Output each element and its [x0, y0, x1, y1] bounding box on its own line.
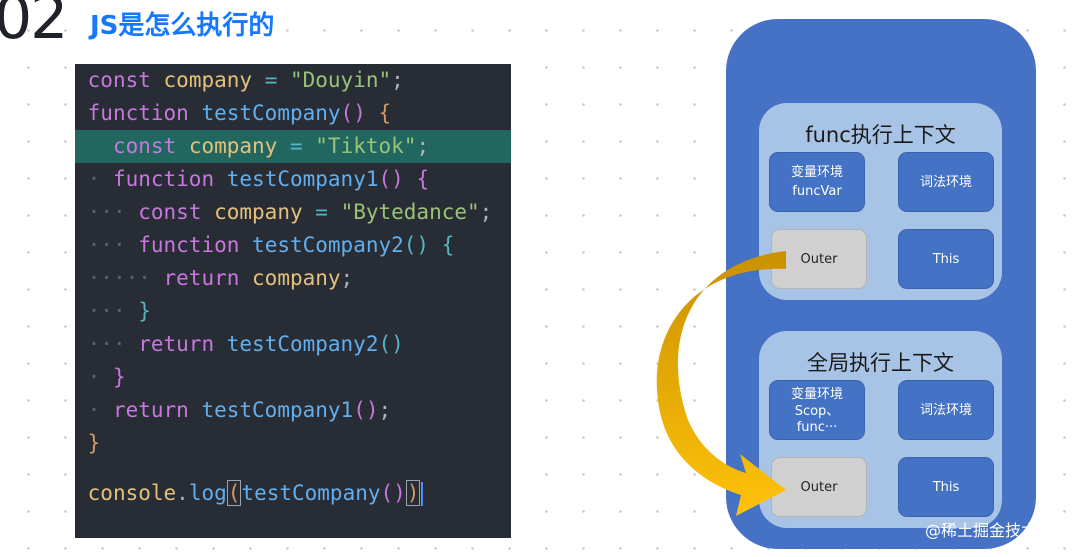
code-token: { [378, 101, 392, 125]
watermark: @稀土掘金技术社区 [924, 521, 1069, 540]
section-number: 02 [0, 0, 68, 53]
global-variable-environment: 变量环境 Scop、 func··· [769, 380, 865, 440]
code-token: { [416, 167, 430, 191]
code-token: testCompany [241, 481, 381, 505]
code-line: ····· return company; [75, 262, 511, 295]
global-variable-environment-value-1: Scop、 [794, 403, 840, 419]
code-token: return [112, 398, 189, 422]
code-token: { [441, 233, 455, 257]
code-token: function [138, 233, 240, 257]
code-token: () [380, 481, 406, 505]
curved-arrow-shape [656, 251, 786, 516]
code-token: "Douyin" [289, 68, 392, 92]
code-line: function testCompany() { [75, 97, 511, 130]
func-lexical-environment-label: 词法环境 [919, 174, 972, 190]
code-token: ··· [87, 299, 139, 323]
code-token: () [340, 101, 366, 125]
code-line: console.log(testCompany()) [75, 477, 511, 510]
code-token: () [378, 167, 404, 191]
code-token: company [163, 68, 253, 92]
code-line: ··· return testCompany2() [75, 328, 511, 361]
code-token: } [112, 365, 126, 389]
code-token: ; [340, 266, 354, 290]
code-token: "Tiktok" [315, 134, 417, 158]
func-variable-environment-value: funcVar [792, 184, 842, 199]
code-token: ··· [87, 233, 139, 257]
code-token: testCompany1 [226, 167, 379, 191]
code-token: ··· [87, 332, 139, 356]
code-token: function [112, 167, 215, 191]
code-editor: const company = "Douyin"; function testC… [75, 64, 511, 538]
code-token: = [277, 134, 316, 158]
func-variable-environment-label: 变量环境 [790, 165, 843, 180]
code-token: return [138, 332, 215, 356]
code-token: log [188, 481, 227, 505]
code-token: } [138, 299, 151, 323]
code-token: ) [405, 480, 421, 506]
code-token: ··· [87, 200, 139, 224]
global-lexical-environment: 词法环境 [898, 380, 994, 440]
func-outer-box: Outer [771, 229, 867, 289]
code-token: const [87, 68, 151, 92]
func-lexical-environment: 词法环境 [898, 152, 994, 212]
code-token: const [138, 200, 202, 224]
code-token: . [176, 481, 189, 505]
global-variable-environment-label: 变量环境 [790, 386, 843, 402]
code-token: = [302, 200, 341, 224]
code-token: "Bytedance" [340, 200, 480, 224]
code-token: = [252, 68, 290, 92]
global-context-title: 全局执行上下文 [807, 351, 954, 375]
code-token: ; [378, 398, 392, 422]
code-token: () [378, 332, 404, 356]
code-token: () [403, 233, 430, 257]
global-variable-environment-value-2: func··· [796, 419, 838, 435]
code-line: ··· } [75, 295, 511, 328]
func-variable-environment: 变量环境 funcVar [769, 152, 865, 212]
code-token: company [252, 266, 341, 290]
code-token: · [87, 398, 113, 422]
global-this-label: This [932, 479, 960, 495]
code-line: ··· function testCompany2() { [75, 229, 511, 262]
code-line: } [75, 427, 511, 460]
code-token: testCompany2 [226, 332, 379, 356]
global-this-box: This [898, 457, 994, 517]
code-line: · return testCompany1(); [75, 394, 511, 427]
code-token: function [87, 101, 189, 125]
code-token: } [87, 431, 101, 455]
func-this-label: This [932, 251, 960, 267]
code-line: const company = "Tiktok"; [75, 130, 511, 163]
code-token: company [188, 134, 278, 158]
code-line: · function testCompany1() { [75, 163, 511, 196]
page-title: JS是怎么执行的 [90, 11, 275, 41]
code-token: ( [226, 480, 242, 506]
code-token: testCompany1 [201, 398, 354, 422]
code-token: () [353, 398, 379, 422]
code-token: testCompany [201, 101, 341, 125]
global-outer-box: Outer [771, 457, 867, 517]
code-token [421, 482, 424, 506]
code-token: company [214, 200, 303, 224]
code-token: ; [391, 68, 404, 92]
code-token: · [87, 365, 113, 389]
global-outer-label: Outer [800, 479, 838, 495]
code-token: console [87, 481, 177, 505]
code-line: · } [75, 361, 511, 394]
code-token: · [87, 167, 113, 191]
global-lexical-environment-label: 词法环境 [919, 402, 972, 418]
func-this-box: This [898, 229, 994, 289]
func-outer-label: Outer [800, 251, 838, 267]
code-token: return [163, 266, 240, 290]
code-line: const company = "Douyin"; [75, 64, 511, 97]
func-context-title: func执行上下文 [805, 123, 956, 147]
code-token: testCompany2 [252, 233, 404, 257]
code-token: const [112, 134, 177, 158]
code-token: ; [416, 134, 430, 158]
code-line: ··· const company = "Bytedance"; [75, 196, 511, 229]
code-token: ; [479, 200, 493, 224]
code-token: ····· [87, 266, 164, 290]
